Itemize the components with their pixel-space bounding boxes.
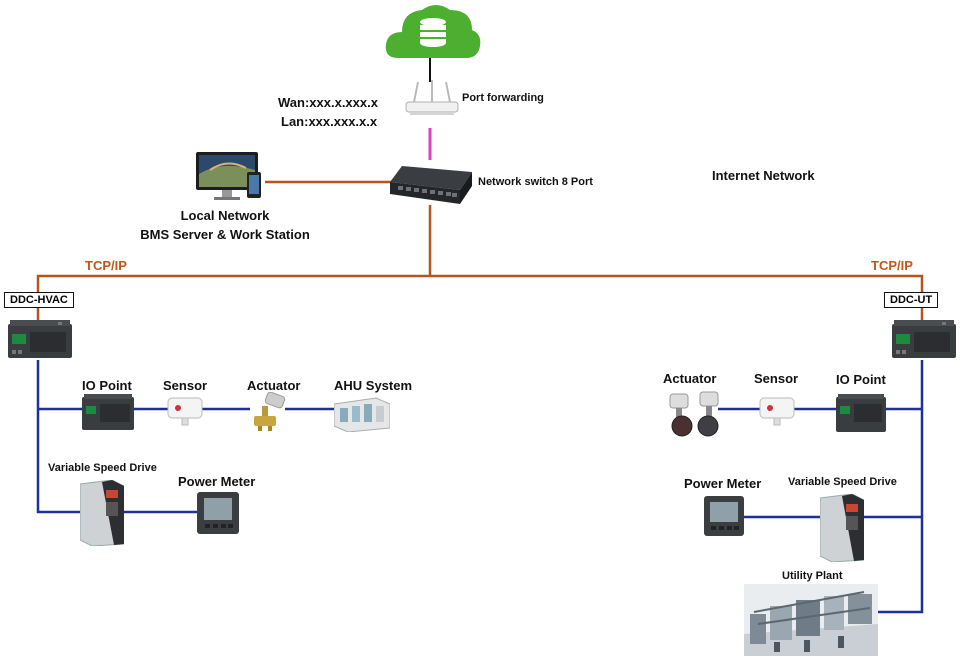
left-actuator-label: Actuator [247, 378, 301, 393]
left-power-meter-label: Power Meter [178, 474, 256, 489]
left-vsd-icon [79, 479, 125, 547]
right-vsd-icon [819, 493, 865, 563]
tcpip-backbone [36, 274, 924, 292]
right-io-module-icon [836, 394, 886, 434]
right-vsd-label: Variable Speed Drive [788, 476, 897, 488]
left-vsd-label: Variable Speed Drive [48, 462, 157, 474]
utility-plant-image [744, 584, 878, 656]
local-network-title: Local Network [180, 208, 270, 223]
left-actuator-valve-icon [248, 391, 288, 432]
left-field-bus [36, 360, 82, 514]
workstation-icon [192, 150, 266, 204]
tcpip-label-right: TCP/IP [871, 258, 913, 273]
wan-address: Wan:xxx.x.xxx.x [278, 95, 378, 110]
left-io-module-icon [82, 394, 134, 432]
left-io-point-label: IO Point [82, 378, 132, 393]
ddc-hvac-label: DDC-HVAC [4, 292, 74, 308]
router-icon [404, 80, 460, 116]
utility-plant-label: Utility Plant [782, 570, 843, 582]
right-field-bus [878, 360, 924, 614]
right-power-meter-icon [704, 496, 744, 536]
local-network-subtitle: BMS Server & Work Station [140, 227, 310, 242]
left-sensor-icon [166, 396, 204, 426]
network-switch-icon [388, 160, 474, 210]
switch-label: Network switch 8 Port [478, 176, 593, 188]
left-ahu-label: AHU System [334, 378, 413, 393]
right-sensor-label: Sensor [754, 371, 799, 386]
right-power-meter-label: Power Meter [684, 476, 762, 491]
ddc-ut-label: DDC-UT [884, 292, 939, 308]
ahu-unit-icon [333, 394, 391, 433]
ddc-hvac-controller-icon [8, 320, 72, 360]
ddc-ut-controller-icon [892, 320, 956, 360]
cloud-database-icon [384, 0, 482, 62]
tcpip-label-left: TCP/IP [85, 258, 127, 273]
left-power-meter-icon [197, 492, 239, 534]
lan-address: Lan:xxx.xxx.x.x [281, 114, 378, 129]
right-io-point-label: IO Point [836, 372, 886, 387]
right-actuator-label: Actuator [663, 371, 717, 386]
router-label: Port forwarding [462, 92, 544, 104]
right-sensor-icon [758, 396, 796, 426]
internet-network-label: Internet Network [712, 168, 815, 183]
right-actuator-valve-icon [668, 388, 722, 442]
left-sensor-label: Sensor [163, 378, 208, 393]
